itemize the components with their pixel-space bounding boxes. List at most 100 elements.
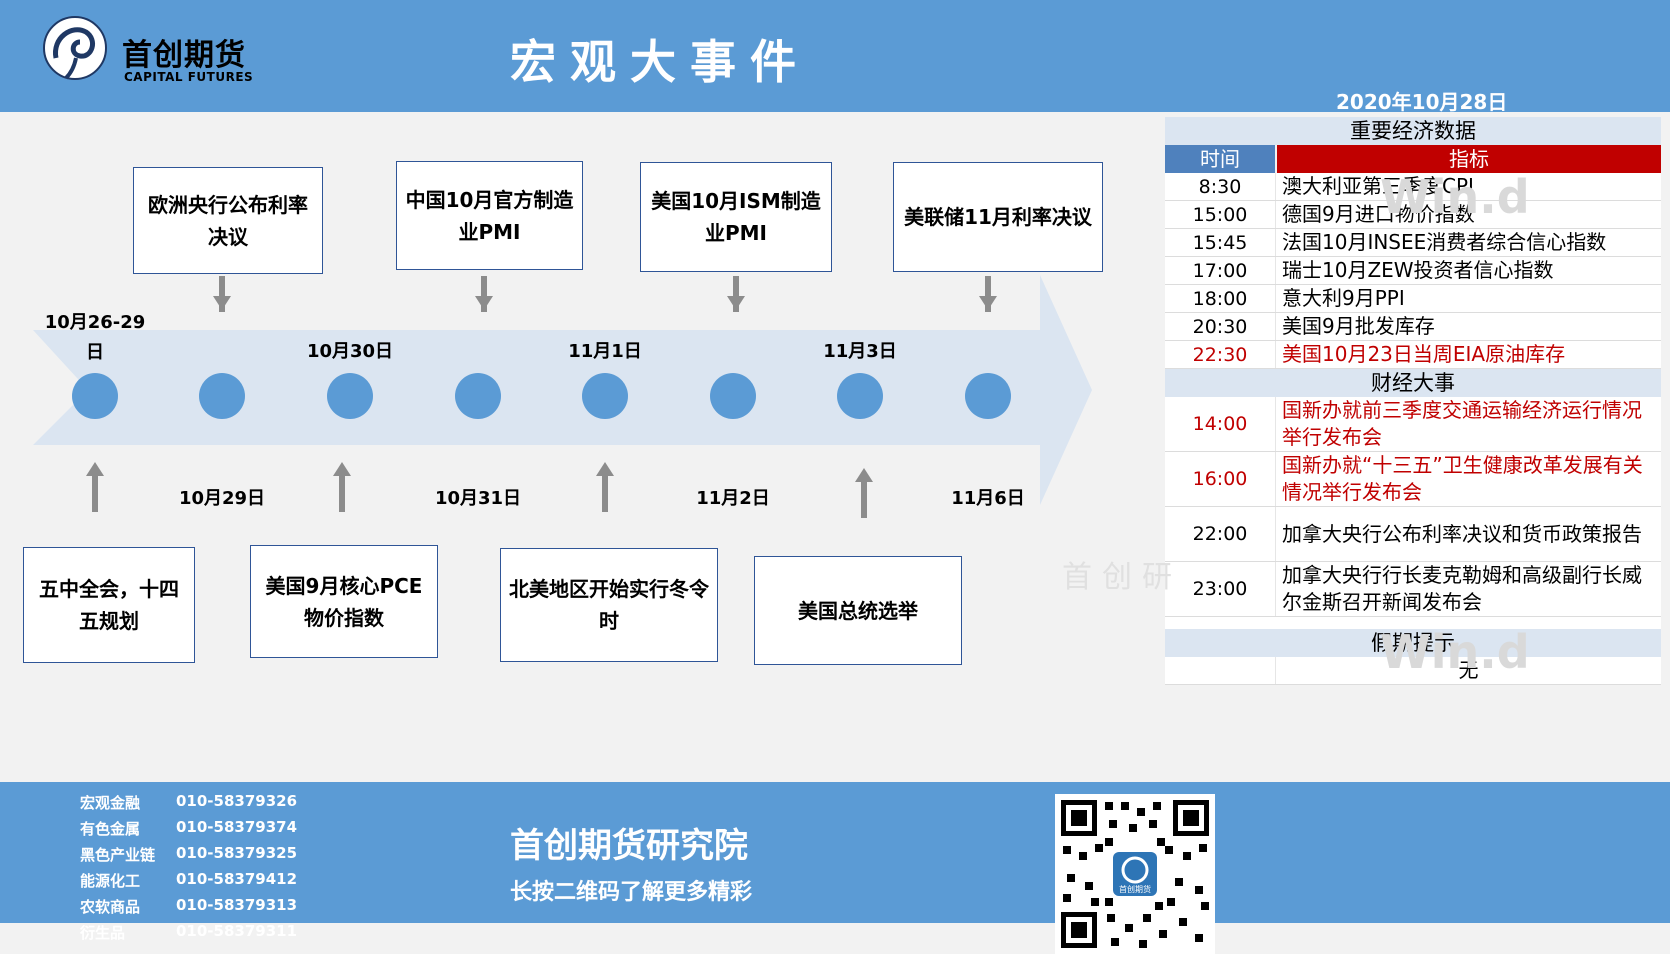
table-row: 15:00 德国9月进口物价指数 xyxy=(1165,201,1661,229)
row-time: 23:00 xyxy=(1165,562,1276,616)
qr-center-text: 首创期货 xyxy=(1119,884,1151,894)
contact-item: 有色金属 010-58379374 xyxy=(80,818,297,844)
timeline-dot xyxy=(710,373,756,419)
timeline-dot xyxy=(72,373,118,419)
row-indicator: 瑞士10月ZEW投资者信心指数 xyxy=(1282,258,1554,282)
logo-text-en: CAPITAL FUTURES xyxy=(124,70,254,84)
up-arrow-icon xyxy=(596,462,614,512)
event-row: 22:00 加拿大央行公布利率决议和货币政策报告 xyxy=(1165,507,1661,562)
down-arrow-icon xyxy=(475,276,493,312)
event-row-highlight: 16:00 国新办就“十三五”卫生健康改革发展有关情况举行发布会 xyxy=(1165,452,1661,507)
row-time: 17:00 xyxy=(1165,257,1276,284)
timeline-dot xyxy=(837,373,883,419)
contact-item: 能源化工 010-58379412 xyxy=(80,870,297,896)
row-time: 18:00 xyxy=(1165,285,1276,312)
event-card: 五中全会，十四五规划 xyxy=(23,547,195,663)
footer-bar: 宏观金融 010-58379326 有色金属 010-58379374 黑色产业… xyxy=(0,782,1670,954)
column-header-time: 时间 xyxy=(1165,145,1275,173)
holiday-empty-cell xyxy=(1165,657,1276,684)
row-indicator: 法国10月INSEE消费者综合信心指数 xyxy=(1282,230,1607,254)
up-arrow-icon xyxy=(86,462,104,512)
up-arrow-icon xyxy=(333,462,351,512)
contact-item: 农软商品 010-58379313 xyxy=(80,896,297,922)
row-time: 15:00 xyxy=(1165,201,1276,228)
up-arrow-icon xyxy=(855,468,873,518)
timeline-date: 11月3日 xyxy=(823,341,897,362)
row-indicator: 美国10月23日当周EIA原油库存 xyxy=(1282,342,1566,366)
table-row: 20:30 美国9月批发库存 xyxy=(1165,313,1661,341)
row-time: 20:30 xyxy=(1165,313,1276,340)
table-header: 时间 指标 xyxy=(1165,145,1661,173)
event-card: 美联储11月利率决议 xyxy=(893,162,1103,272)
timeline-graphic xyxy=(33,275,1092,518)
timeline-dot xyxy=(327,373,373,419)
event-row-highlight: 14:00 国新办就前三季度交通运输经济运行情况举行发布会 xyxy=(1165,397,1661,452)
row-time: 14:00 xyxy=(1165,397,1276,451)
timeline-date: 10月31日 xyxy=(434,488,522,509)
event-card: 中国10月官方制造业PMI xyxy=(396,161,583,270)
page-title: 宏观大事件 xyxy=(510,35,810,89)
contact-item: 宏观金融 010-58379326 xyxy=(80,792,297,818)
timeline-dot xyxy=(199,373,245,419)
row-time: 15:45 xyxy=(1165,229,1276,256)
contact-item: 衍生品 010-58379311 xyxy=(80,922,297,948)
contact-list: 宏观金融 010-58379326 有色金属 010-58379374 黑色产业… xyxy=(80,792,297,948)
event-card: 美国9月核心PCE物价指数 xyxy=(250,545,438,658)
report-date: 2020年10月28日 xyxy=(1336,90,1508,114)
spacer xyxy=(1165,617,1661,629)
logo-mark-icon xyxy=(43,16,107,80)
timeline-date: 10月26-29日 xyxy=(44,312,146,363)
table-row-highlight: 22:30 美国10月23日当周EIA原油库存 xyxy=(1165,341,1661,369)
holiday-row: 无 xyxy=(1165,657,1661,685)
holiday-value: 无 xyxy=(1458,658,1479,682)
column-header-indicator: 指标 xyxy=(1277,145,1661,173)
table-row: 15:45 法国10月INSEE消费者综合信心指数 xyxy=(1165,229,1661,257)
logo-text-cn: 首创期货 xyxy=(122,38,246,73)
row-time: 22:00 xyxy=(1165,507,1276,561)
event-card: 北美地区开始实行冬令时 xyxy=(500,548,718,662)
contact-phone: 010-58379374 xyxy=(176,818,298,836)
contact-name: 能源化工 xyxy=(80,872,141,890)
row-time: 8:30 xyxy=(1165,173,1276,200)
event-row: 23:00 加拿大央行行长麦克勒姆和高级副行长威尔金斯召开新闻发布会 xyxy=(1165,562,1661,617)
row-event: 国新办就“十三五”卫生健康改革发展有关情况举行发布会 xyxy=(1282,453,1643,504)
down-arrow-icon xyxy=(979,276,997,312)
contact-name: 衍生品 xyxy=(80,924,126,942)
event-card: 美国总统选举 xyxy=(754,556,962,665)
contact-phone: 010-58379311 xyxy=(176,922,298,940)
row-time: 16:00 xyxy=(1165,452,1276,506)
timeline-date: 11月2日 xyxy=(696,488,770,509)
footer-title: 首创期货研究院 xyxy=(510,826,748,866)
contact-name: 黑色产业链 xyxy=(80,846,156,864)
contact-name: 宏观金融 xyxy=(80,794,141,812)
timeline-dot xyxy=(582,373,628,419)
holiday-title: 假期提示 xyxy=(1165,629,1661,657)
row-event: 国新办就前三季度交通运输经济运行情况举行发布会 xyxy=(1282,398,1642,449)
finance-events-title: 财经大事 xyxy=(1165,369,1661,397)
down-arrow-icon xyxy=(727,276,745,312)
table-row: 18:00 意大利9月PPI xyxy=(1165,285,1661,313)
row-event: 加拿大央行行长麦克勒姆和高级副行长威尔金斯召开新闻发布会 xyxy=(1282,563,1642,614)
header-bar: 首创期货 CAPITAL FUTURES 宏观大事件 2020年10月28日 xyxy=(0,0,1670,114)
row-indicator: 意大利9月PPI xyxy=(1282,286,1405,310)
contact-name: 农软商品 xyxy=(80,898,141,916)
timeline-arrow xyxy=(33,275,1092,505)
timeline-dot xyxy=(965,373,1011,419)
event-card: 美国10月ISM制造业PMI xyxy=(640,162,832,272)
footer-subtitle: 长按二维码了解更多精彩 xyxy=(510,880,753,905)
table-row: 8:30 澳大利亚第三季度CPI xyxy=(1165,173,1661,201)
economic-calendar-panel: 重要经济数据 时间 指标 8:30 澳大利亚第三季度CPI 15:00 德国9月… xyxy=(1165,117,1661,685)
row-indicator: 澳大利亚第三季度CPI xyxy=(1282,174,1474,198)
contact-phone: 010-58379313 xyxy=(176,896,298,914)
row-event: 加拿大央行公布利率决议和货币政策报告 xyxy=(1282,521,1642,546)
contact-phone: 010-58379325 xyxy=(176,844,298,862)
timeline-date: 11月1日 xyxy=(568,341,642,362)
row-indicator: 德国9月进口物价指数 xyxy=(1282,202,1475,226)
timeline-date: 11月6日 xyxy=(951,488,1025,509)
timeline-dot xyxy=(455,373,501,419)
qr-code-icon[interactable]: 首创期货 xyxy=(1055,794,1215,954)
row-indicator: 美国9月批发库存 xyxy=(1282,314,1435,338)
contact-phone: 010-58379412 xyxy=(176,870,298,888)
contact-name: 有色金属 xyxy=(80,820,141,838)
contact-phone: 010-58379326 xyxy=(176,792,298,810)
